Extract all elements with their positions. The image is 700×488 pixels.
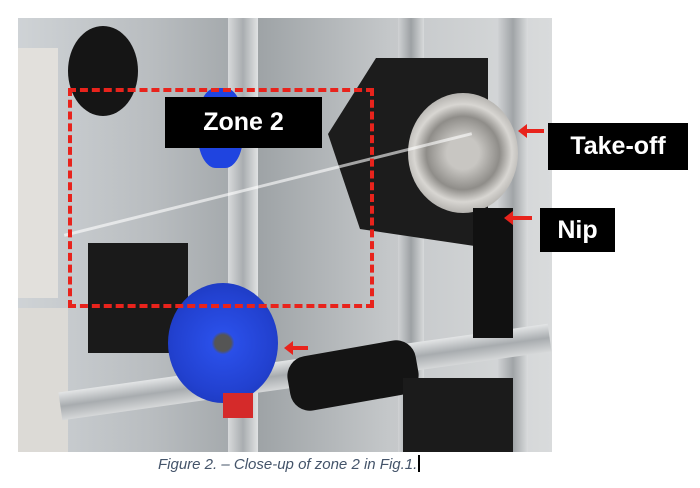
nip-label: Nip bbox=[540, 208, 615, 252]
nip-arrow-icon bbox=[504, 211, 532, 225]
text-cursor bbox=[418, 455, 421, 472]
left-panel bbox=[18, 48, 58, 298]
black-reel-top bbox=[68, 26, 138, 116]
zone-2-label: Zone 2 bbox=[165, 97, 322, 148]
takeoff-arrow-icon bbox=[518, 124, 544, 138]
figure-caption: Figure 2. – Close-up of zone 2 in Fig.1. bbox=[158, 455, 421, 473]
bottom-left-block bbox=[18, 308, 68, 452]
bottom-right-mechanism bbox=[403, 378, 513, 452]
caption-text: Figure 2. – Close-up of zone 2 in Fig.1. bbox=[158, 456, 418, 473]
spool-arrow-icon bbox=[284, 341, 308, 355]
blue-spool-bottom bbox=[168, 283, 278, 403]
zone-2-dashed-box bbox=[68, 88, 374, 308]
takeoff-label: Take-off bbox=[548, 123, 688, 170]
nip-arm bbox=[473, 208, 513, 338]
takeoff-roller bbox=[408, 93, 518, 213]
red-switch bbox=[223, 393, 253, 418]
